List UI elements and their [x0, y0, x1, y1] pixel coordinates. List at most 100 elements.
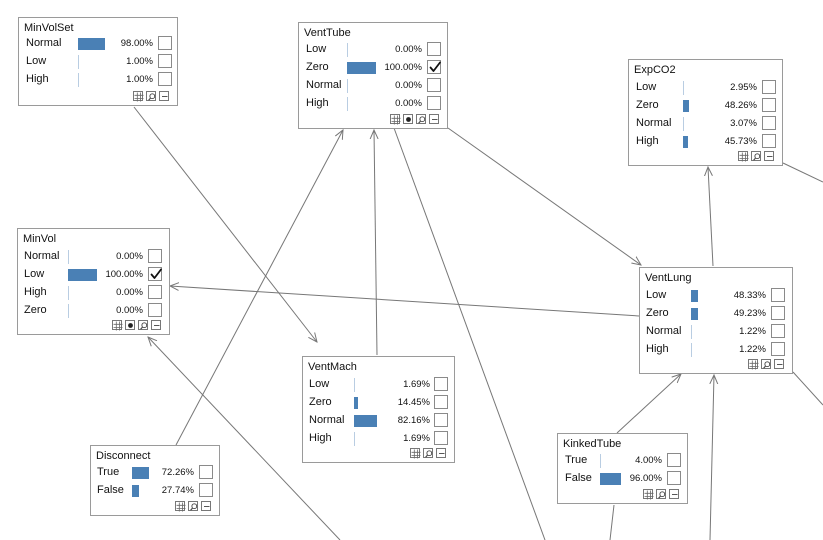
table-icon[interactable]	[738, 151, 749, 162]
probability-value: 96.00%	[629, 473, 662, 484]
probability-bar	[78, 73, 79, 87]
zoom-icon[interactable]	[138, 320, 148, 330]
table-icon[interactable]	[175, 501, 186, 512]
probability-value: 1.69%	[403, 379, 430, 390]
table-icon[interactable]	[410, 448, 421, 459]
zoom-icon[interactable]	[761, 359, 771, 369]
evidence-checkbox[interactable]	[148, 267, 162, 281]
probability-value: 98.00%	[120, 38, 153, 49]
zoom-icon[interactable]	[188, 501, 198, 511]
evidence-checkbox[interactable]	[427, 42, 441, 56]
table-icon[interactable]	[748, 359, 759, 370]
state-row-normal: Normal 82.16%	[303, 412, 454, 430]
evidence-checkbox[interactable]	[667, 471, 681, 485]
node-title: KinkedTube	[563, 438, 622, 450]
evidence-icon[interactable]	[403, 114, 413, 124]
evidence-checkbox[interactable]	[762, 98, 776, 112]
node-toolbar	[410, 448, 449, 459]
state-label: Zero	[636, 99, 659, 111]
evidence-checkbox[interactable]	[148, 249, 162, 263]
evidence-checkbox[interactable]	[158, 36, 172, 50]
node-toolbar	[112, 320, 164, 331]
table-icon[interactable]	[112, 320, 123, 331]
zoom-icon[interactable]	[416, 114, 426, 124]
table-icon[interactable]	[390, 114, 401, 125]
evidence-icon[interactable]	[125, 320, 135, 330]
probability-bar	[347, 79, 348, 93]
collapse-icon[interactable]	[436, 448, 446, 458]
checkmark-icon	[150, 268, 162, 279]
collapse-icon[interactable]	[151, 320, 161, 330]
node-title: MinVolSet	[24, 22, 74, 34]
collapse-icon[interactable]	[774, 359, 784, 369]
zoom-icon[interactable]	[751, 151, 761, 161]
edge-bottom-minvol	[148, 337, 341, 540]
probability-value: 100.00%	[384, 62, 422, 73]
state-label: Low	[26, 55, 47, 67]
evidence-checkbox[interactable]	[427, 96, 441, 110]
edge-disconnect-venttube	[175, 130, 343, 446]
zoom-icon[interactable]	[146, 91, 156, 101]
evidence-checkbox[interactable]	[434, 377, 448, 391]
evidence-checkbox[interactable]	[158, 72, 172, 86]
evidence-checkbox[interactable]	[771, 324, 785, 338]
collapse-icon[interactable]	[669, 489, 679, 499]
state-label: High	[306, 97, 329, 109]
evidence-checkbox[interactable]	[434, 413, 448, 427]
collapse-icon[interactable]	[764, 151, 774, 161]
table-icon[interactable]	[643, 489, 654, 500]
evidence-checkbox[interactable]	[158, 54, 172, 68]
evidence-checkbox[interactable]	[771, 342, 785, 356]
state-label: Normal	[309, 414, 345, 426]
evidence-checkbox[interactable]	[199, 483, 213, 497]
evidence-checkbox[interactable]	[427, 60, 441, 74]
collapse-icon[interactable]	[159, 91, 169, 101]
node-title: VentMach	[308, 361, 357, 373]
probability-bar	[347, 97, 348, 111]
evidence-checkbox[interactable]	[434, 431, 448, 445]
probability-bar	[354, 397, 358, 409]
zoom-icon[interactable]	[423, 448, 433, 458]
evidence-checkbox[interactable]	[771, 306, 785, 320]
node-title: VentLung	[645, 272, 692, 284]
state-label: True	[97, 466, 120, 478]
collapse-icon[interactable]	[429, 114, 439, 124]
node-title: MinVol	[23, 233, 57, 245]
evidence-checkbox[interactable]	[762, 116, 776, 130]
evidence-checkbox[interactable]	[148, 303, 162, 317]
evidence-checkbox[interactable]	[148, 285, 162, 299]
probability-bar	[68, 269, 97, 281]
table-icon[interactable]	[133, 91, 144, 102]
evidence-checkbox[interactable]	[199, 465, 213, 479]
zoom-icon[interactable]	[656, 489, 666, 499]
evidence-checkbox[interactable]	[434, 395, 448, 409]
probability-value: 0.00%	[116, 287, 143, 298]
probability-bar	[683, 117, 684, 131]
evidence-checkbox[interactable]	[762, 134, 776, 148]
edge-ventlung-expco2	[708, 167, 714, 267]
probability-value: 3.07%	[730, 118, 757, 129]
probability-bar	[347, 43, 348, 57]
evidence-checkbox[interactable]	[771, 288, 785, 302]
collapse-icon[interactable]	[201, 501, 211, 511]
probability-value: 82.16%	[397, 415, 430, 426]
evidence-checkbox[interactable]	[667, 453, 681, 467]
node-toolbar	[643, 489, 682, 500]
evidence-checkbox[interactable]	[427, 78, 441, 92]
evidence-checkbox[interactable]	[762, 80, 776, 94]
